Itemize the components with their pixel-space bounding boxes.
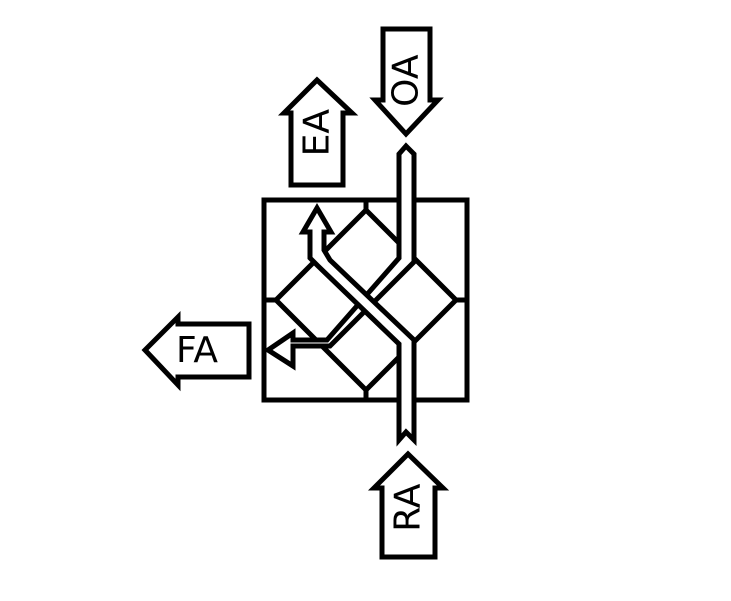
outdoor-air-arrow: OA xyxy=(369,26,444,138)
arrow-down-icon xyxy=(369,26,444,138)
core-partitions xyxy=(264,200,467,400)
exhaust-airflow-path xyxy=(298,203,417,447)
fresh-air-label: FA xyxy=(176,330,218,371)
arrow-up-icon xyxy=(367,450,450,560)
fresh-air-arrow: FA xyxy=(141,310,252,392)
arrow-up-icon xyxy=(277,76,359,188)
return-air-arrow: RA xyxy=(367,450,450,560)
exhaust-air-arrow: EA xyxy=(277,76,359,188)
return-air-label: RA xyxy=(388,483,429,532)
exhaust-air-label: EA xyxy=(297,109,338,157)
supply-airflow-path xyxy=(263,142,417,371)
outdoor-air-label: OA xyxy=(386,54,427,107)
arrow-left-icon xyxy=(141,310,252,392)
